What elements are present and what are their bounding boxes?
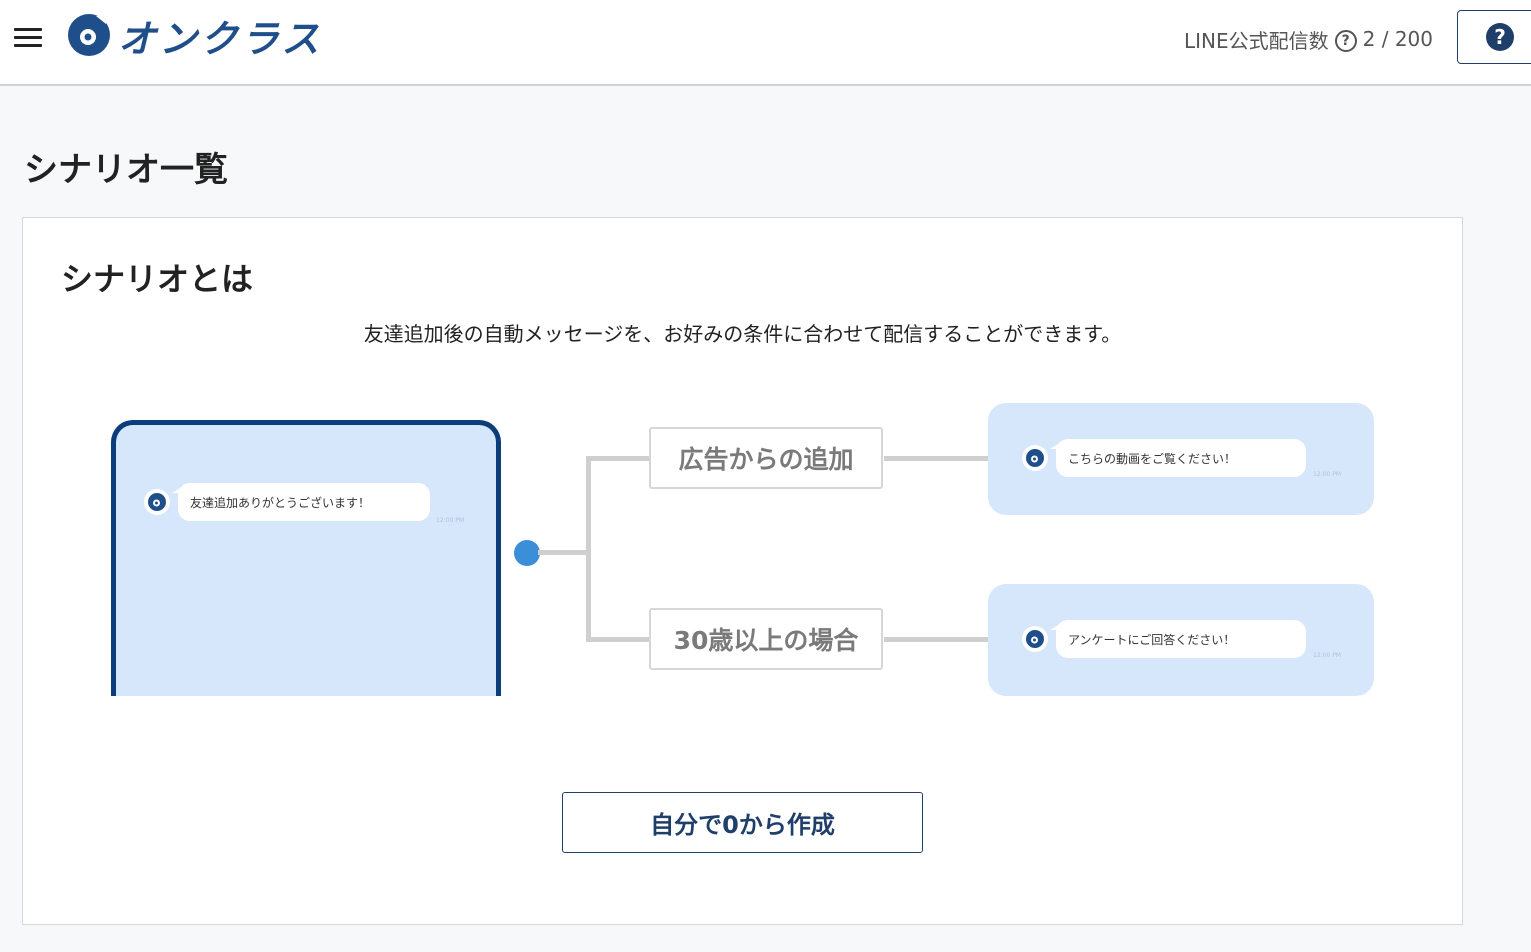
connector-line — [586, 456, 650, 461]
message-row: アンケートにご回答ください！ — [1022, 620, 1306, 658]
phone-message-bubble: 友達追加ありがとうございます！ — [172, 483, 430, 521]
connector-line — [884, 456, 990, 461]
logo-text: オンクラス — [118, 16, 323, 61]
message-time: 12:00 PM — [436, 517, 464, 524]
intro-description: 友達追加後の自動メッセージを、お好みの条件に合わせて配信することができます。 — [363, 322, 1122, 346]
delivery-label: LINE公式配信数 — [1184, 28, 1329, 53]
app-logo[interactable]: オンクラス — [66, 12, 322, 61]
condition-box: 30歳以上の場合 — [649, 608, 883, 670]
message-bubble: こちらの動画をご覧ください！ — [1050, 439, 1306, 477]
mini-logo-icon — [1022, 626, 1048, 652]
message-panel: アンケートにご回答ください！ 12:00 PM — [988, 584, 1374, 696]
mini-logo-icon — [144, 489, 170, 515]
phone-message-row: 友達追加ありがとうございます！ — [144, 483, 430, 521]
message-panel: こちらの動画をご覧ください！ 12:00 PM — [988, 403, 1374, 515]
message-row: こちらの動画をご覧ください！ — [1022, 439, 1306, 477]
top-header: オンクラス LINE公式配信数 ? 2 / 200 ? — [0, 0, 1531, 86]
connector-line — [586, 456, 591, 642]
connector-line — [586, 637, 650, 642]
logo-mark-icon — [68, 14, 110, 56]
scenario-intro-card: シナリオとは 友達追加後の自動メッセージを、お好みの条件に合わせて配信することが… — [22, 217, 1463, 925]
intro-title: シナリオとは — [61, 260, 254, 298]
mini-logo-icon — [1022, 445, 1048, 471]
message-bubble: アンケートにご回答ください！ — [1050, 620, 1306, 658]
hamburger-menu-icon[interactable] — [14, 26, 42, 48]
connector-line — [884, 637, 990, 642]
delivery-count: 2 / 200 — [1362, 27, 1433, 51]
question-circle-icon[interactable]: ? — [1334, 30, 1357, 52]
delivery-counter: LINE公式配信数 ? 2 / 200 — [1184, 24, 1433, 54]
page-title: シナリオ一覧 — [24, 150, 228, 190]
message-time: 12:00 PM — [1313, 652, 1341, 659]
connector-line — [538, 550, 590, 555]
create-from-scratch-button[interactable]: 自分で0から作成 — [562, 792, 923, 853]
question-icon: ? — [1486, 23, 1514, 51]
condition-box: 広告からの追加 — [649, 427, 883, 489]
phone-illustration: 友達追加ありがとうございます！ 12:00 PM — [111, 420, 501, 696]
help-button[interactable]: ? — [1457, 10, 1531, 64]
message-time: 12:00 PM — [1313, 471, 1341, 478]
branch-node — [514, 540, 540, 566]
